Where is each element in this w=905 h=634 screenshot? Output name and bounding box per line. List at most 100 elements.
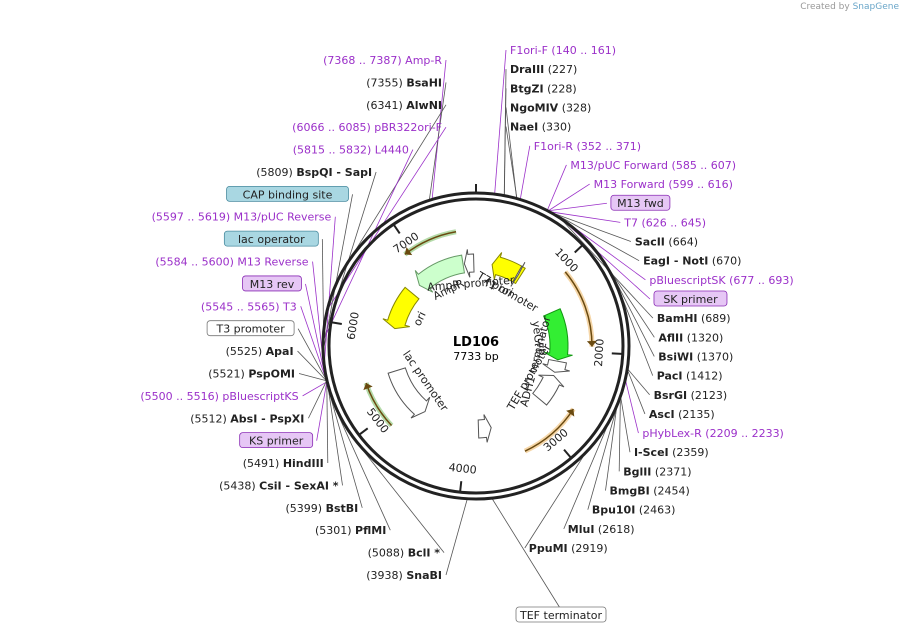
site-label-ks-primer: KS primer [239,432,314,449]
label-leader [445,499,468,576]
site-label-absi: (5512) AbsI - PspXI [190,412,304,425]
site-label-bglii: BglII (2371) [623,465,691,478]
site-label-amp-r: (7368 .. 7387) Amp-R [323,54,442,67]
site-labels: F1ori-F (140 .. 161) DraIII (227) BtgZI (2… [140,44,794,623]
label-leader [302,381,327,397]
site-label-lac-operator: lac operator [223,230,319,247]
label-text: (5545 .. 5565) T3 [201,300,297,313]
site-label-i-scei: I-SceI (2359) [634,446,709,459]
label-leader [297,350,327,381]
site-label-pbr322ori-f: (6066 .. 6085) pBR322ori-F [292,121,442,134]
label-box [239,432,314,449]
site-label-aflii: AflII (1320) [658,331,723,344]
site-label-paci: PacI (1412) [657,370,723,383]
label-leader [494,49,507,194]
label-text: BmgBI (2454) [609,485,689,498]
site-label-ngomiv: NgoMIV (328) [510,101,591,114]
label-text: EagI - NotI (670) [643,255,741,268]
label-leader [429,82,447,200]
label-leader [547,164,567,210]
label-text: (5809) BspQI - SapI [256,166,372,179]
label-text: AflII (1320) [658,331,723,344]
site-label-m13-fwd: M13 fwd [610,194,671,211]
label-text: (6066 .. 6085) pBR322ori-F [292,121,442,134]
label-text: (5521) PspOMI [208,367,295,380]
site-label-btgzi: BtgZI (228) [510,82,577,95]
site-label-bsiwi: BsiWI (1370) [658,350,733,363]
site-label-t3: (5545 .. 5565) T3 [201,300,297,313]
label-text: I-SceI (2359) [634,446,709,459]
site-label-f1ori-f: F1ori-F (140 .. 161) [510,44,616,57]
label-text: pBluescriptSK (677 .. 693) [649,274,793,287]
site-label-m13-forward: M13 Forward (599 .. 616) [594,178,733,191]
label-box [206,320,295,337]
tick-mark [459,481,463,492]
feature-halo [563,270,595,347]
feature-arrowhead [404,246,413,256]
label-leader [316,383,327,441]
label-leader [325,126,447,313]
plasmid-length: 7733 bp [453,350,498,363]
label-text: KS primer [249,435,304,448]
site-label-snabi: (3938) SnaBI [366,569,442,582]
site-label-tef-terminator: TEF terminator [515,606,607,623]
feature-tef-terminator [477,414,492,443]
backbone-ring [321,184,631,501]
label-leader [334,406,391,531]
label-leader [492,498,561,609]
site-label-phyblex-r: pHybLex-R (2209 .. 2233) [642,427,783,440]
site-label-eagi: EagI - NotI (670) [643,255,741,268]
label-text: PpuMI (2919) [529,542,608,555]
label-leader [308,381,327,419]
site-label-m13-rev: M13 rev [242,275,302,292]
label-leader [555,213,640,262]
label-text: BamHI (689) [657,312,731,325]
site-label-pbluescriptks: (5500 .. 5516) pBluescriptKS [140,390,298,403]
map-center: LD106 7733 bp [453,335,499,363]
label-text: (5500 .. 5516) pBluescriptKS [140,390,298,403]
label-text: (5597 .. 5619) M13/pUC Reverse [152,211,332,224]
plasmid-name: LD106 [453,335,499,350]
label-leader [554,213,631,242]
label-leader [563,427,608,530]
label-text: SK primer [663,293,718,306]
label-text: SacII (664) [635,236,698,249]
site-label-bsahi: (7355) BsaHI [366,76,442,89]
label-leader [305,283,325,373]
label-text: (5088) BclI * [368,547,441,560]
label-text: M13 rev [250,278,295,291]
site-label-ppumi: PpuMI (2919) [529,542,608,555]
label-leader [524,456,584,549]
backbone-inner-strand [327,197,625,495]
site-label-naei: NaeI (330) [510,121,571,134]
site-label-pbluescriptsk: pBluescriptSK (677 .. 693) [649,274,793,287]
label-text: NgoMIV (328) [510,101,591,114]
label-text: TEF terminator [519,609,602,622]
tick-mark [393,224,401,234]
label-box [610,194,671,211]
site-label-bcli-: (5088) BclI * [368,547,441,560]
label-text: DraIII (227) [510,63,577,76]
label-leader [587,410,617,510]
label-text: F1ori-R (352 .. 371) [534,140,641,153]
site-label-t3-promoter: T3 promoter [206,320,295,337]
feature-arc [564,271,593,347]
tick-mark [563,449,572,458]
label-leader [329,395,363,508]
site-label-bstbi: (5399) BstBI [285,502,358,515]
label-text: T7 (626 .. 645) [623,216,706,229]
label-text: BsiWI (1370) [658,350,733,363]
label-box [515,606,607,623]
label-leader [605,409,617,491]
site-label-mlui: MluI (2618) [568,523,635,536]
site-label-m13-puc-forward: M13/pUC Forward (585 .. 607) [570,159,736,172]
feature-ampr [414,254,466,293]
label-leader [610,272,655,338]
label-text: M13 fwd [617,197,664,210]
label-text: BsrGI (2123) [654,389,728,402]
site-label-draiii: DraIII (227) [510,63,577,76]
site-label-sk-primer: SK primer [653,290,728,307]
site-label-csii: (5438) CsiI - SexAI * [219,479,339,492]
site-label-hindiii: (5491) HindIII [243,457,324,470]
label-leader [627,369,650,396]
